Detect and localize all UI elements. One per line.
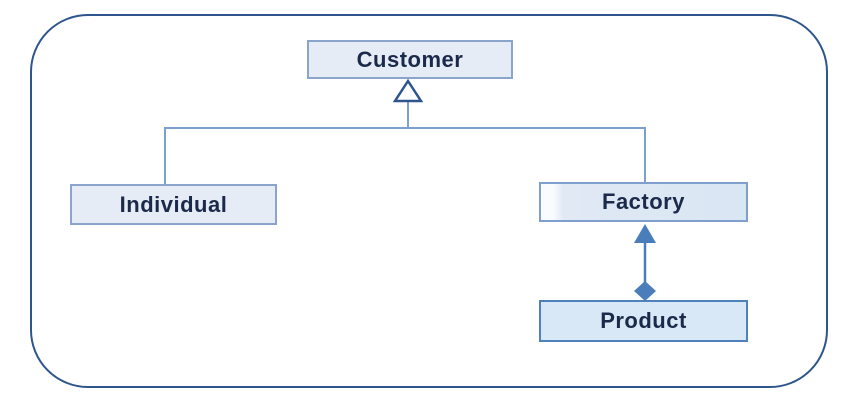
node-product: Product [539,300,748,342]
node-factory-label: Factory [602,189,685,214]
node-individual: Individual [70,184,277,225]
node-product-label: Product [600,308,687,333]
node-factory: Factory [539,182,748,222]
node-customer-label: Customer [356,46,464,72]
node-customer: Customer [307,40,513,79]
node-individual-label: Individual [119,191,228,217]
